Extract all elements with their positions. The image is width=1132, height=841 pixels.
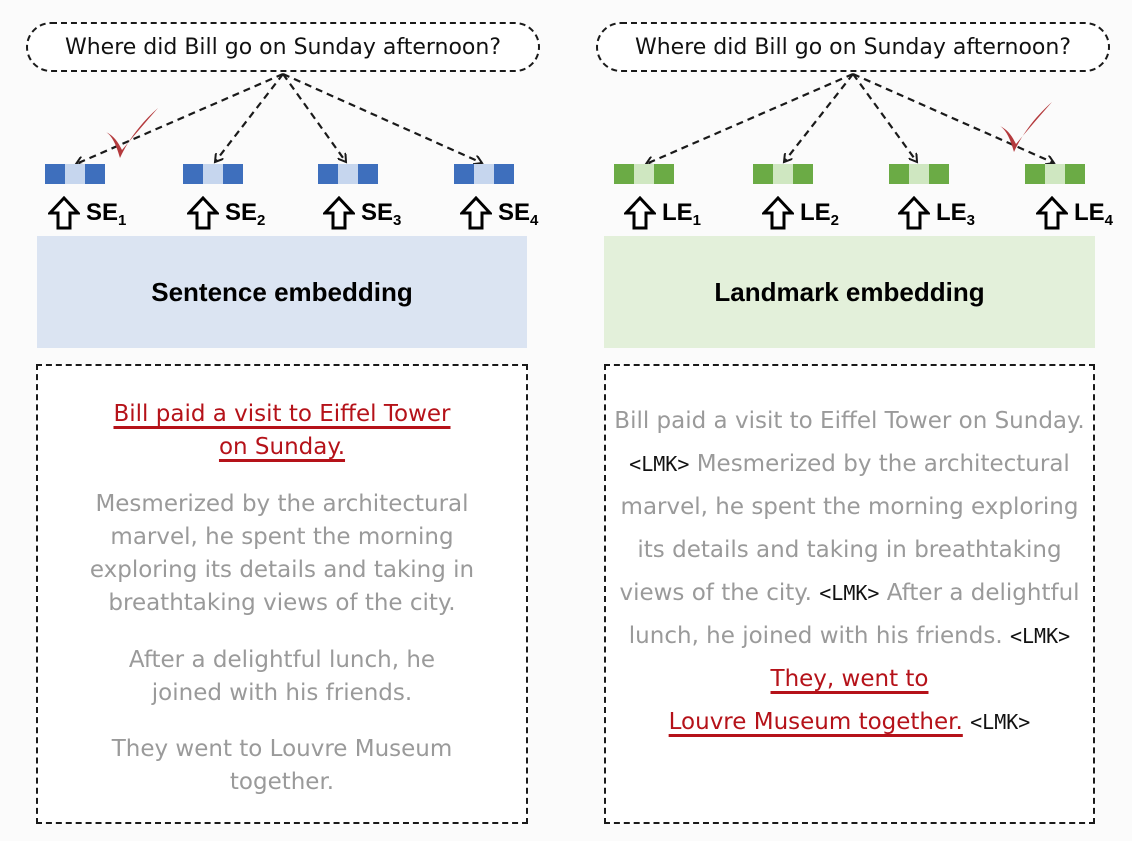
lmk-token: <LMK> [819, 581, 880, 605]
up-arrow-icon [624, 196, 656, 230]
landmark-text-box: Bill paid a visit to Eiffel Tower on Sun… [604, 364, 1095, 824]
landmark-paragraph: Bill paid a visit to Eiffel Tower on Sun… [614, 408, 1085, 735]
up-arrow-icon [323, 196, 355, 230]
sentence-text-box: Bill paid a visit to Eiffel Tower on Sun… [36, 364, 528, 824]
up-arrow-icon [1036, 196, 1068, 230]
up-arrow-icon [48, 196, 80, 230]
landmark-token-1 [614, 164, 674, 184]
landmark-embedding-box: Landmark embedding [604, 236, 1095, 348]
sentence-2: Mesmerized by the architectural marvel, … [89, 491, 475, 616]
sentence-embedding-panel: Where did Bill go on Sunday afternoon? S… [26, 22, 540, 824]
sentence-token-2 [183, 164, 243, 184]
up-arrow-icon [898, 196, 930, 230]
lmk-token: <LMK> [629, 452, 690, 476]
sentence-token-3 [318, 164, 378, 184]
sentence-embedding-box: Sentence embedding [37, 236, 527, 348]
up-arrow-icon [460, 196, 492, 230]
query-arrow-3 [282, 73, 346, 162]
landmark-embedding-panel: Where did Bill go on Sunday afternoon? L… [566, 0, 1132, 841]
up-arrow-icon [762, 196, 794, 230]
query-arrow-4 [282, 72, 482, 163]
checkmark-icon [106, 108, 158, 158]
lmk-token: <LMK> [970, 710, 1031, 734]
query-bubble: Where did Bill go on Sunday afternoon? [596, 22, 1110, 72]
query-arrow-2 [784, 73, 854, 162]
query-bubble: Where did Bill go on Sunday afternoon? [26, 22, 540, 72]
sentence-4: They went to Louvre Museum together. [111, 736, 453, 795]
query-arrow-1 [646, 72, 854, 164]
highlighted-sentence: They, went to [770, 666, 929, 692]
landmark-token-4 [1025, 164, 1085, 184]
checkmark-icon [1000, 102, 1052, 152]
query-arrow-3 [852, 73, 917, 162]
highlighted-sentence: Bill paid a visit to Eiffel Tower on Sun… [113, 401, 451, 460]
landmark-token-2 [753, 164, 813, 184]
sentence-token-1 [45, 164, 105, 184]
up-arrow-icon [187, 196, 219, 230]
highlighted-sentence-cont: Louvre Museum together. [668, 709, 963, 735]
landmark-token-3 [889, 164, 949, 184]
sentence-token-4 [454, 164, 514, 184]
lmk-token: <LMK> [1009, 624, 1071, 648]
sentence-3: After a delightful lunch, he joined with… [128, 647, 436, 706]
query-arrow-2 [215, 73, 284, 162]
